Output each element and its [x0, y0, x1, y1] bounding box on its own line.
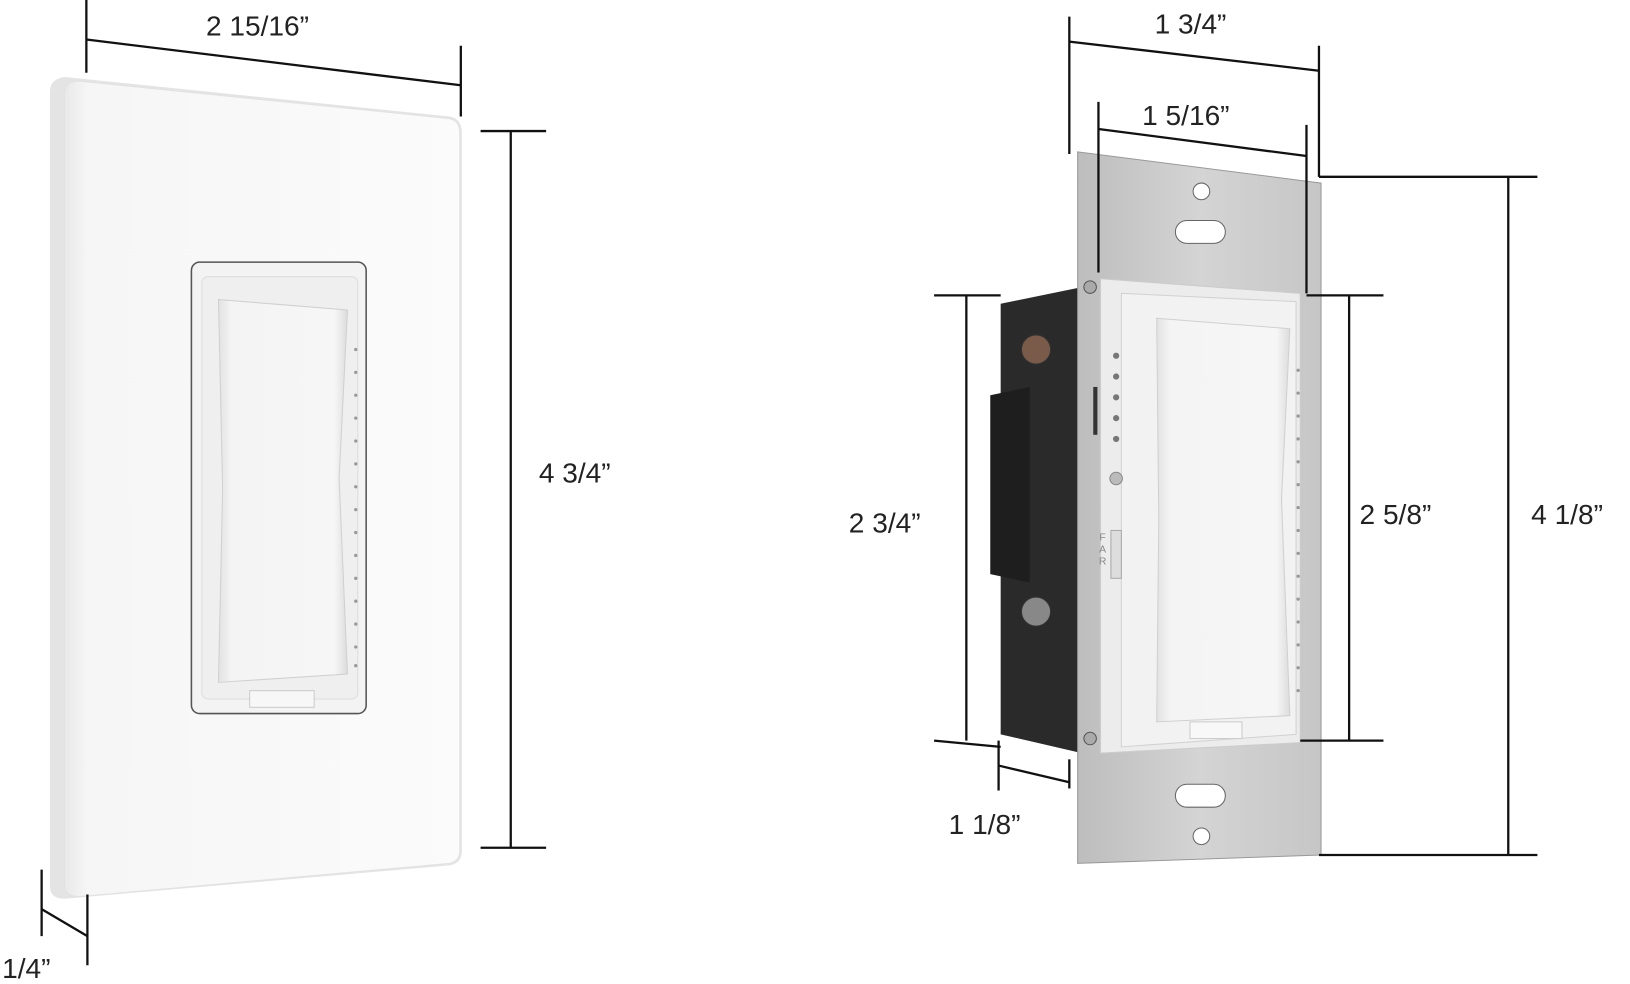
far-switch-label: FAR — [1097, 533, 1108, 569]
led-indicator-dots — [354, 347, 358, 668]
side-dimension-lines — [933, 16, 1538, 857]
dimmer-side-view: FAR — [990, 151, 1322, 864]
side-depth-label: 1 1/8” — [949, 809, 1021, 840]
led-indicator-dots-side — [1296, 368, 1300, 693]
front-dimension-lines — [40, 0, 547, 966]
body-height-label: 2 3/4” — [849, 508, 921, 539]
front-depth-label: 1/4” — [2, 953, 50, 984]
rocker-height-label: 2 5/8” — [1360, 499, 1432, 530]
body-width-label: 1 5/16” — [1142, 100, 1229, 131]
front-height-label: 4 3/4” — [539, 458, 611, 489]
plate-height-label: 4 1/8” — [1531, 499, 1603, 530]
front-width-label: 2 15/16” — [206, 10, 309, 41]
plate-width-label: 1 3/4” — [1155, 8, 1227, 39]
far-slide-switch — [1110, 529, 1122, 579]
wall-plate-front — [49, 76, 462, 899]
